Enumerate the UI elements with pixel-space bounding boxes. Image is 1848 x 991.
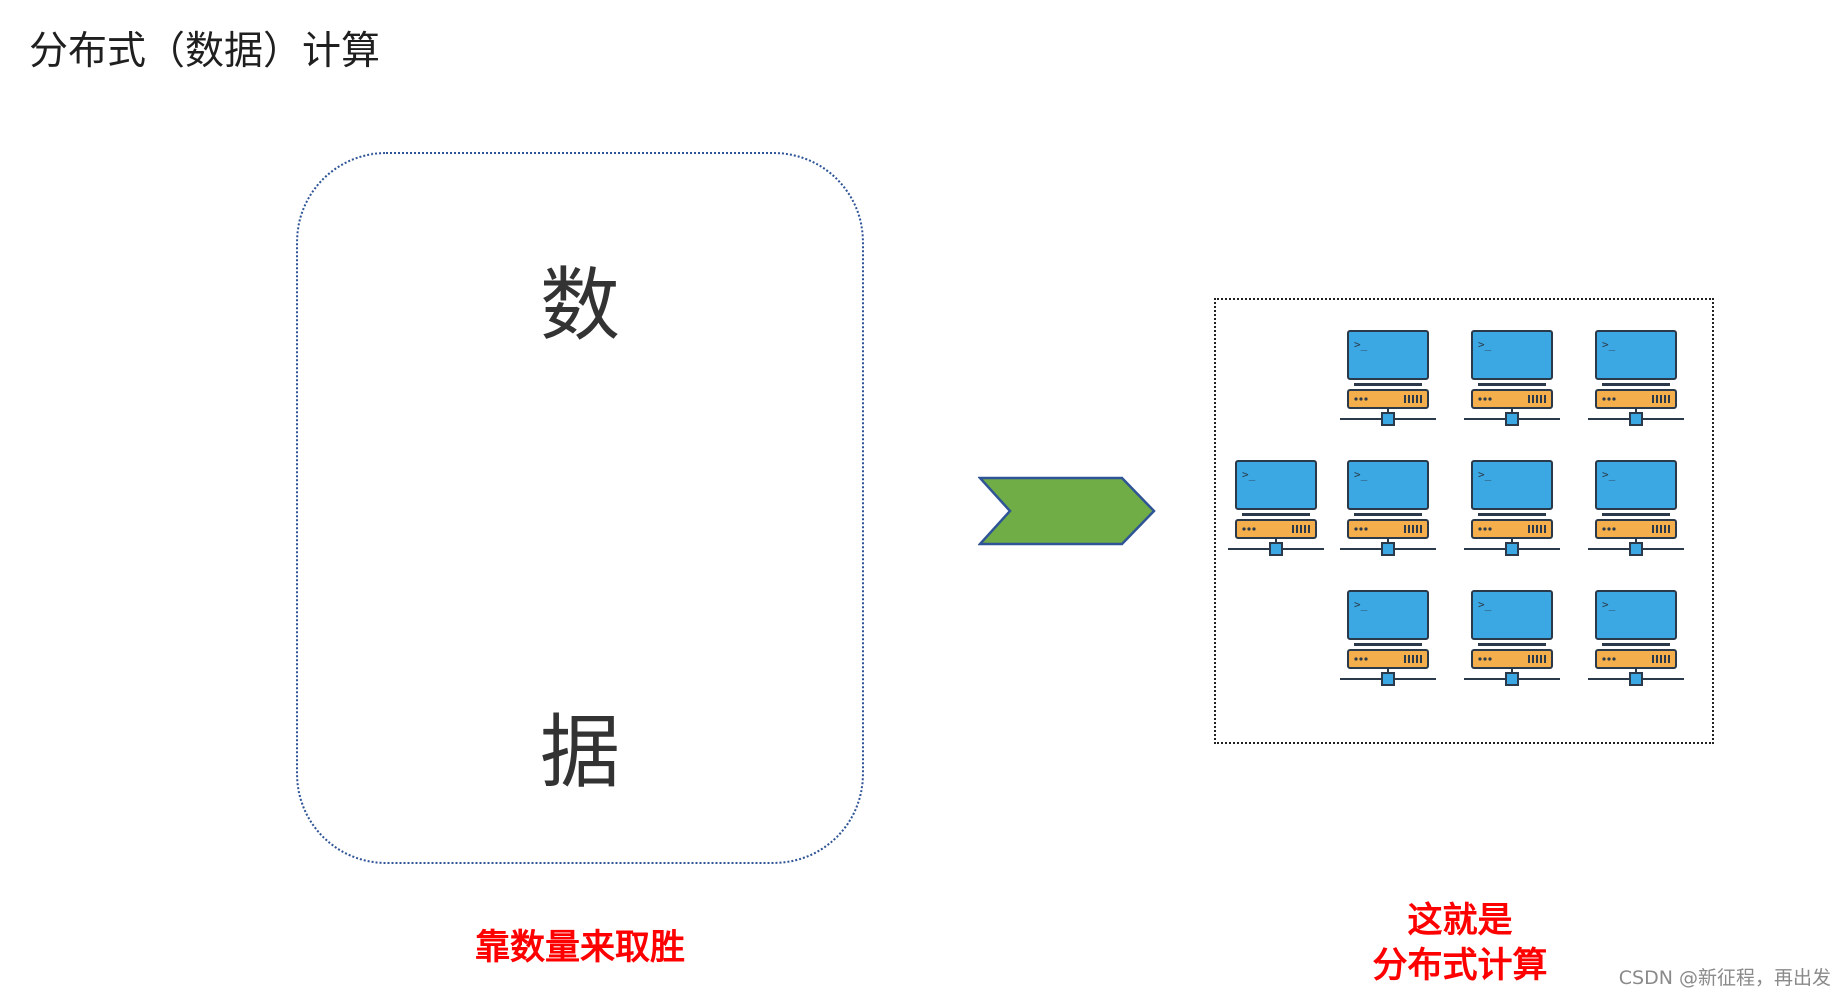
server-computer-icon: >_: [1228, 460, 1324, 558]
svg-text:>_: >_: [1478, 468, 1492, 481]
svg-text:>_: >_: [1242, 468, 1256, 481]
svg-text:>_: >_: [1602, 338, 1616, 351]
server-computer-icon: >_: [1464, 590, 1560, 688]
server-computer-icon: >_: [1588, 590, 1684, 688]
server-computer-icon: >_: [1588, 460, 1684, 558]
data-char-top: 数: [540, 259, 620, 352]
server-computer-icon: >_: [1464, 460, 1560, 558]
caption-right-line-1: 这就是: [1407, 901, 1513, 941]
caption-left: 靠数量来取胜: [474, 928, 685, 968]
caption-right: 这就是 分布式计算: [1260, 899, 1660, 989]
page-title: 分布式（数据）计算: [29, 29, 381, 74]
server-cluster: >_ >_ >_ >_: [1214, 298, 1714, 744]
svg-text:>_: >_: [1602, 468, 1616, 481]
server-computer-icon: >_: [1588, 330, 1684, 428]
svg-text:>_: >_: [1354, 468, 1368, 481]
server-computer-icon: >_: [1340, 590, 1436, 688]
server-computer-icon: >_: [1340, 460, 1436, 558]
server-computer-icon: >_: [1340, 330, 1436, 428]
chevron-arrow-icon: [978, 476, 1156, 546]
svg-text:>_: >_: [1478, 338, 1492, 351]
svg-text:>_: >_: [1354, 338, 1368, 351]
watermark: CSDN @新征程，再出发: [1618, 967, 1831, 989]
data-char-bottom: 据: [540, 706, 620, 799]
svg-text:>_: >_: [1478, 598, 1492, 611]
svg-text:>_: >_: [1354, 598, 1368, 611]
data-box: 数 据: [296, 152, 864, 864]
svg-text:>_: >_: [1602, 598, 1616, 611]
server-computer-icon: >_: [1464, 330, 1560, 428]
caption-right-line-2: 分布式计算: [1372, 946, 1548, 986]
